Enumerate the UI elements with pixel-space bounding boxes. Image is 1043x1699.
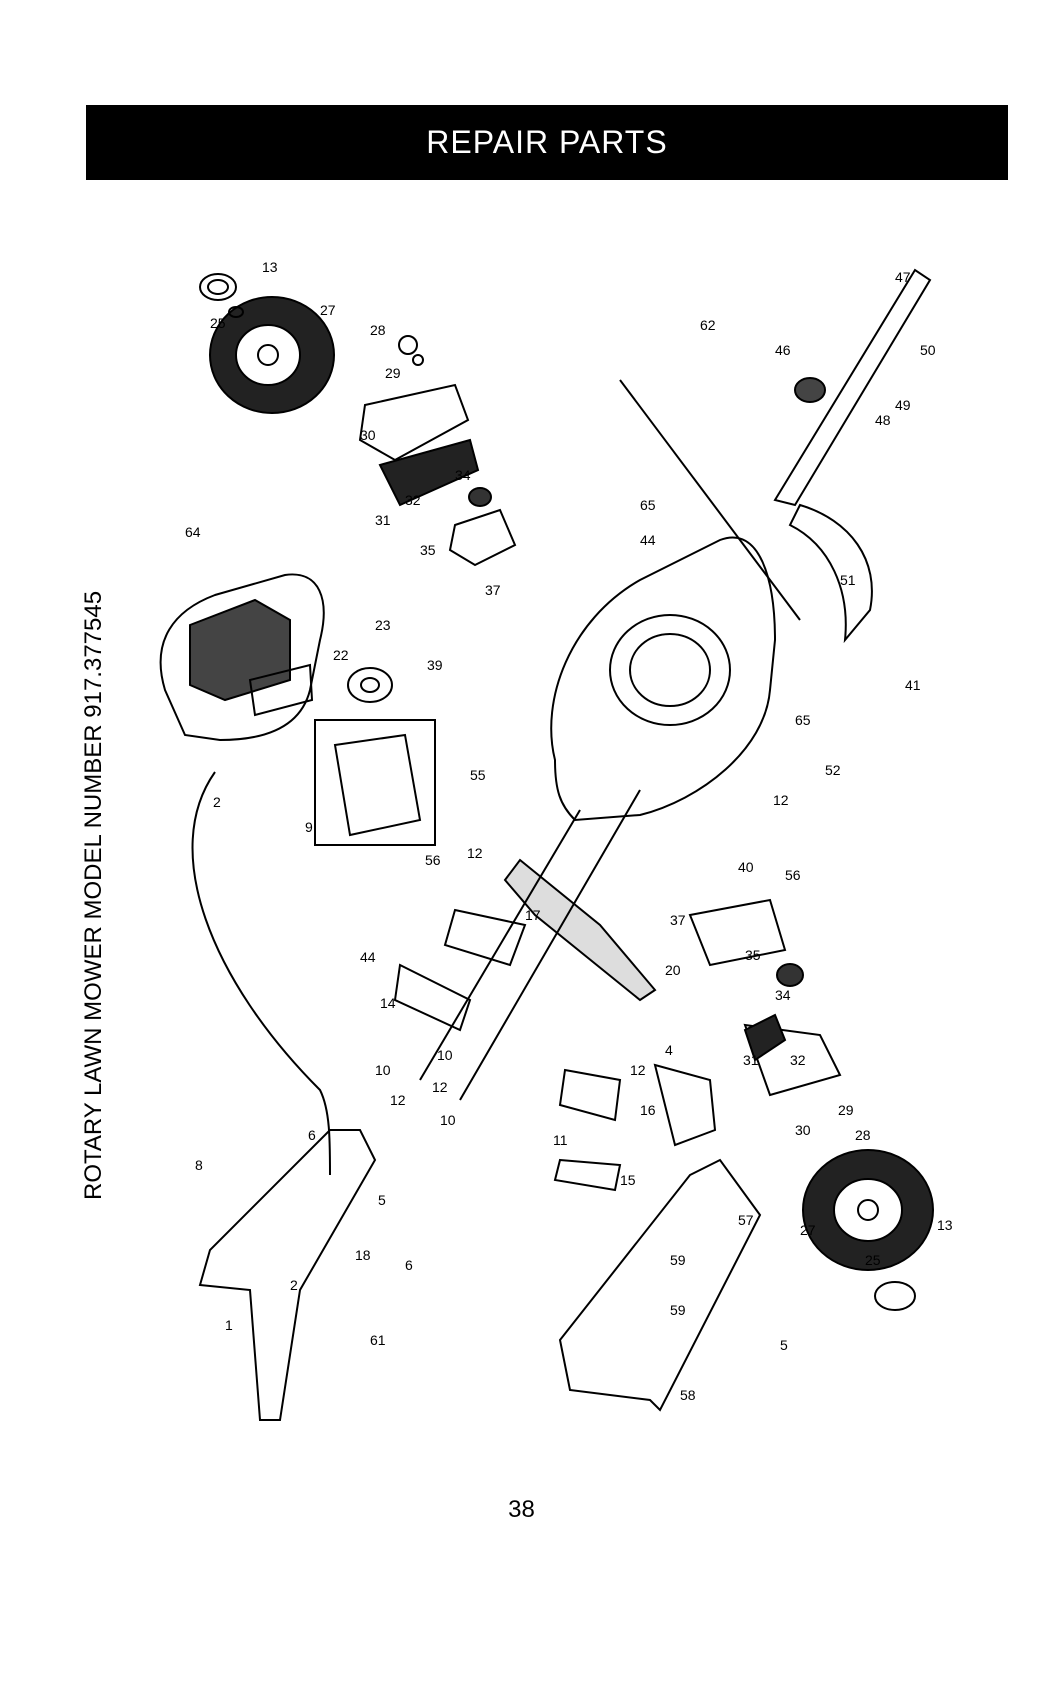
- label-28a: 28: [370, 322, 386, 338]
- label-59a: 59: [670, 1252, 686, 1268]
- label-65a: 65: [640, 497, 656, 513]
- label-51: 51: [840, 572, 856, 588]
- label-41: 41: [905, 677, 921, 693]
- label-13a: 13: [262, 259, 278, 275]
- label-16: 16: [640, 1102, 656, 1118]
- label-40: 40: [738, 859, 754, 875]
- label-10a: 10: [375, 1062, 391, 1078]
- label-61: 61: [370, 1332, 386, 1348]
- label-55: 55: [470, 767, 486, 783]
- mower-deck: [551, 538, 775, 820]
- label-59b: 59: [670, 1302, 686, 1318]
- label-30a: 30: [360, 427, 376, 443]
- pulley-22: [348, 668, 392, 702]
- label-14: 14: [380, 995, 396, 1011]
- label-2a: 2: [213, 794, 221, 810]
- baffle-51: [790, 505, 872, 640]
- label-35b: 35: [745, 947, 761, 963]
- bracket-17: [445, 910, 525, 965]
- label-6b: 6: [405, 1257, 413, 1273]
- label-25a: 25: [210, 315, 226, 331]
- label-12e: 12: [432, 1079, 448, 1095]
- label-44b: 44: [360, 949, 376, 965]
- label-12d: 12: [630, 1062, 646, 1078]
- label-32b: 32: [790, 1052, 806, 1068]
- bracket-15: [555, 1160, 620, 1190]
- label-12b: 12: [773, 792, 789, 808]
- label-49: 49: [895, 397, 911, 413]
- label-23: 23: [375, 617, 391, 633]
- label-12a: 12: [467, 845, 483, 861]
- label-29b: 29: [838, 1102, 854, 1118]
- label-39: 39: [427, 657, 443, 673]
- label-10c: 10: [437, 1047, 453, 1063]
- label-8: 8: [195, 1157, 203, 1173]
- label-64: 64: [185, 524, 201, 540]
- label-9: 9: [305, 819, 313, 835]
- label-17: 17: [525, 907, 541, 923]
- label-5a: 5: [780, 1337, 788, 1353]
- label-48: 48: [875, 412, 891, 428]
- label-65b: 65: [795, 712, 811, 728]
- label-52: 52: [825, 762, 841, 778]
- label-13b: 13: [937, 1217, 953, 1233]
- label-62: 62: [700, 317, 716, 333]
- label-29a: 29: [385, 365, 401, 381]
- hub-cap-bottom: [875, 1282, 915, 1310]
- label-30b: 30: [795, 1122, 811, 1138]
- label-22: 22: [333, 647, 349, 663]
- label-32a: 32: [405, 492, 421, 508]
- label-35a: 35: [420, 542, 436, 558]
- label-34b: 34: [775, 987, 791, 1003]
- label-47: 47: [895, 269, 911, 285]
- page-number: 38: [0, 1496, 1043, 1524]
- label-28b: 28: [855, 1127, 871, 1143]
- label-20: 20: [665, 962, 681, 978]
- hub-cap-top: [200, 274, 236, 300]
- label-5b: 5: [378, 1192, 386, 1208]
- label-37a: 37: [485, 582, 501, 598]
- label-27b: 27: [800, 1222, 816, 1238]
- rear-door-20: [505, 860, 655, 1000]
- label-46: 46: [775, 342, 791, 358]
- label-27a: 27: [320, 302, 336, 318]
- label-10b: 10: [440, 1112, 456, 1128]
- lower-handle: [200, 1130, 375, 1420]
- label-18: 18: [355, 1247, 371, 1263]
- upper-handle: [560, 1160, 760, 1410]
- label-31a: 31: [375, 512, 391, 528]
- label-56a: 56: [425, 852, 441, 868]
- label-25b: 25: [865, 1252, 881, 1268]
- bracket-14: [395, 965, 470, 1030]
- guard-16: [560, 1070, 620, 1120]
- label-57: 57: [738, 1212, 754, 1228]
- label-4: 4: [665, 1042, 673, 1058]
- label-34a: 34: [455, 467, 471, 483]
- label-12c: 12: [390, 1092, 406, 1108]
- label-2b: 2: [290, 1277, 298, 1293]
- label-50: 50: [920, 342, 936, 358]
- label-37b: 37: [670, 912, 686, 928]
- label-31b: 31: [743, 1052, 759, 1068]
- label-56b: 56: [785, 867, 801, 883]
- label-1: 1: [225, 1317, 233, 1333]
- label-6a: 6: [308, 1127, 316, 1143]
- label-44a: 44: [640, 532, 656, 548]
- label-15: 15: [620, 1172, 636, 1188]
- chute-4: [655, 1065, 715, 1145]
- label-11: 11: [553, 1132, 568, 1148]
- label-58: 58: [680, 1387, 696, 1403]
